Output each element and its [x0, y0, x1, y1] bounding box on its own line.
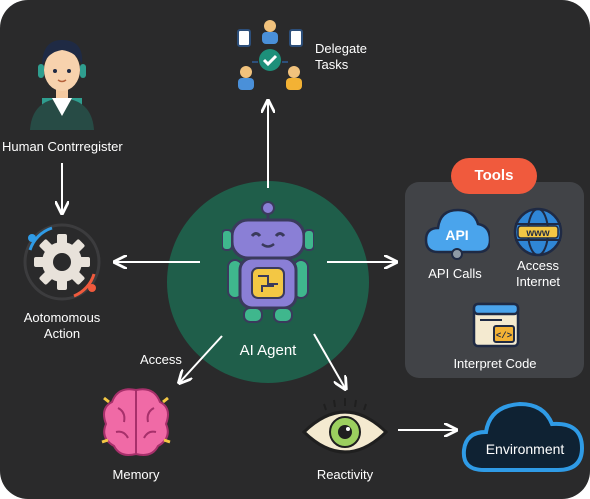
tool-api-label: API Calls [428, 266, 482, 281]
delegate-label: Delegate Tasks [315, 41, 368, 72]
code-glyph: </> [496, 331, 512, 341]
brain-icon [101, 388, 171, 456]
api-glyph: API [445, 227, 468, 243]
tools-title: Tools [451, 158, 537, 194]
reactivity-label: Reactivity [316, 467, 374, 482]
tool-code-label: Interpret Code [453, 356, 537, 371]
human-label: Human Contrregister [2, 139, 123, 154]
center-label: AI Agent [239, 342, 297, 359]
robot-icon [222, 201, 314, 323]
www-glyph: www [525, 228, 550, 239]
memory-edge-label: Access [140, 352, 182, 367]
autonomous-label: Aotomomous Action [23, 310, 101, 341]
delegate-tasks-icon [237, 20, 303, 90]
gear-icon [23, 223, 101, 301]
cloud-api-icon: API [424, 208, 490, 260]
tool-internet-label: Access Internet [515, 258, 561, 289]
environment-label: Environment [485, 441, 565, 457]
arrow-to-reactivity [313, 333, 345, 388]
memory-label: Memory [112, 467, 160, 482]
cloud-icon [461, 401, 585, 472]
eye-icon [301, 398, 389, 454]
code-window-icon: </> [472, 302, 520, 348]
human-avatar-icon [30, 40, 94, 130]
globe-www-icon: www [513, 207, 563, 257]
arrow-to-memory [180, 335, 223, 382]
